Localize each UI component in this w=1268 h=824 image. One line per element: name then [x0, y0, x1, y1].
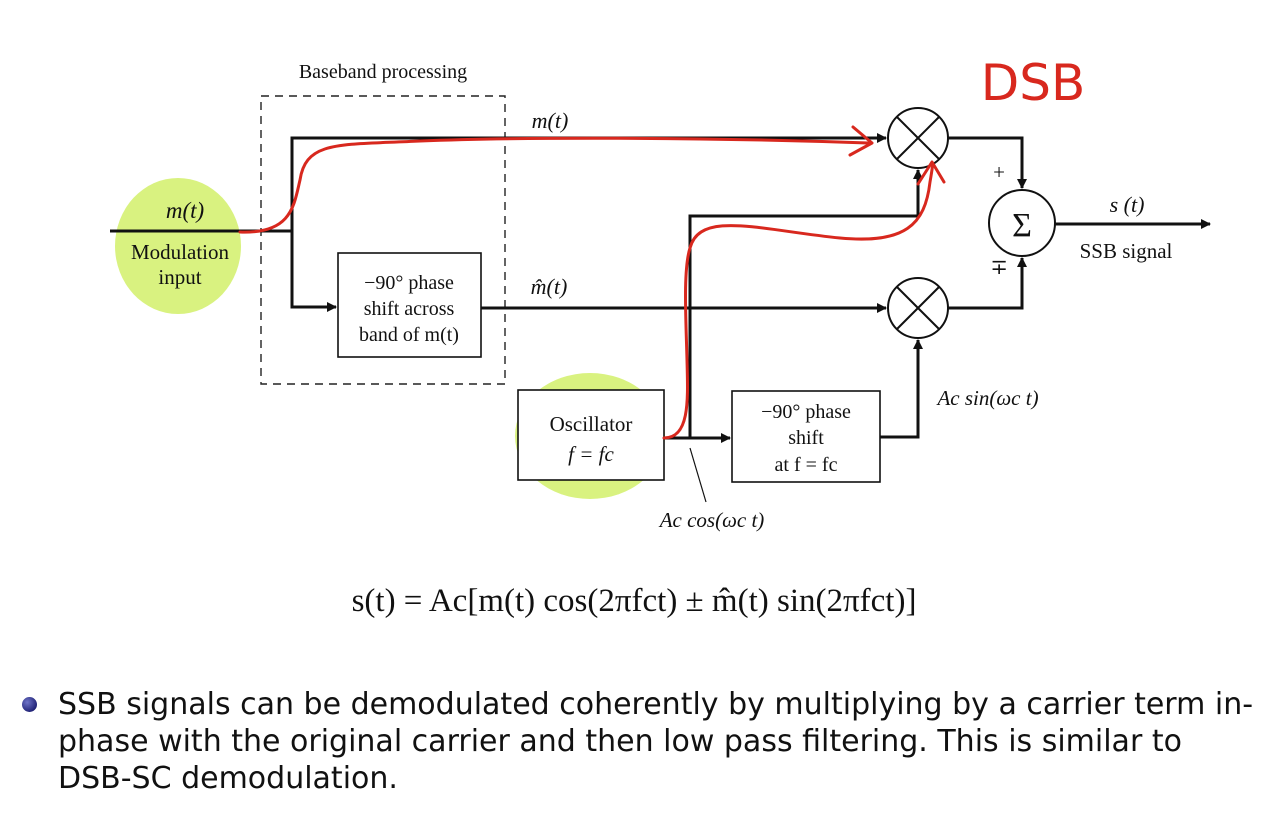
upper-multiplier	[887, 107, 949, 169]
ssb-equation: s(t) = Ac[m(t) cos(2πfct) ± m̂(t) sin(2π…	[0, 583, 1268, 620]
carrier-sin-wire	[880, 339, 923, 439]
hilbert-box-line2: shift across	[364, 298, 455, 320]
minus-plus-sign: ∓	[990, 255, 1008, 279]
lower-path-label: m̂(t)	[531, 274, 568, 299]
output-label: SSB signal	[1080, 239, 1173, 263]
dsb-annotation: DSB	[981, 54, 1086, 112]
red-arrowhead-carrier	[916, 160, 946, 186]
bullet-dot-icon	[22, 697, 37, 712]
oscillator-line2: f = fc	[568, 442, 614, 466]
carrier-cos-wire	[664, 169, 923, 440]
plus-sign: +	[993, 160, 1005, 184]
input-label-line1: Modulation	[131, 240, 229, 264]
red-path-message	[238, 136, 870, 234]
input-highlight	[115, 178, 241, 314]
lower-to-sum-wire	[948, 257, 1027, 310]
carrier-shift-line1: −90° phase	[761, 401, 851, 423]
red-path-carrier	[662, 163, 935, 440]
lower-branch-wire	[290, 231, 337, 312]
bullet-item: SSB signals can be demodulated coherentl…	[22, 686, 1262, 797]
red-arrowhead-message	[848, 125, 874, 157]
sin-label: Ac sin(ωc t)	[935, 386, 1038, 410]
input-signal-label: m(t)	[166, 198, 204, 223]
equation-text: s(t) = Ac[m(t) cos(2πfct) ± m̂(t) sin(2π…	[351, 583, 917, 619]
oscillator-box	[517, 389, 665, 481]
bullet-text: SSB signals can be demodulated coherentl…	[58, 687, 1254, 796]
output-signal-label: s (t)	[1110, 192, 1145, 217]
upper-path-label: m(t)	[532, 108, 569, 133]
upper-to-sum-wire	[948, 136, 1027, 189]
hilbert-box	[337, 252, 482, 358]
hilbert-box-line1: −90° phase	[364, 272, 454, 294]
carrier-shift-line3: at f = fc	[775, 454, 838, 476]
baseband-label: Baseband processing	[299, 61, 467, 83]
carrier-shift-line2: shift	[788, 427, 824, 449]
oscillator-line1: Oscillator	[550, 412, 633, 436]
input-label-line2: input	[158, 265, 201, 289]
cos-label: Ac cos(ωc t)	[658, 508, 765, 532]
lower-multiplier	[887, 277, 949, 339]
hilbert-box-line3: band of m(t)	[359, 324, 459, 346]
ssb-block-diagram: Baseband processing m(t) Modulation inpu…	[110, 54, 1211, 532]
sum-symbol: Σ	[1012, 207, 1032, 244]
cos-label-pointer	[689, 447, 707, 503]
